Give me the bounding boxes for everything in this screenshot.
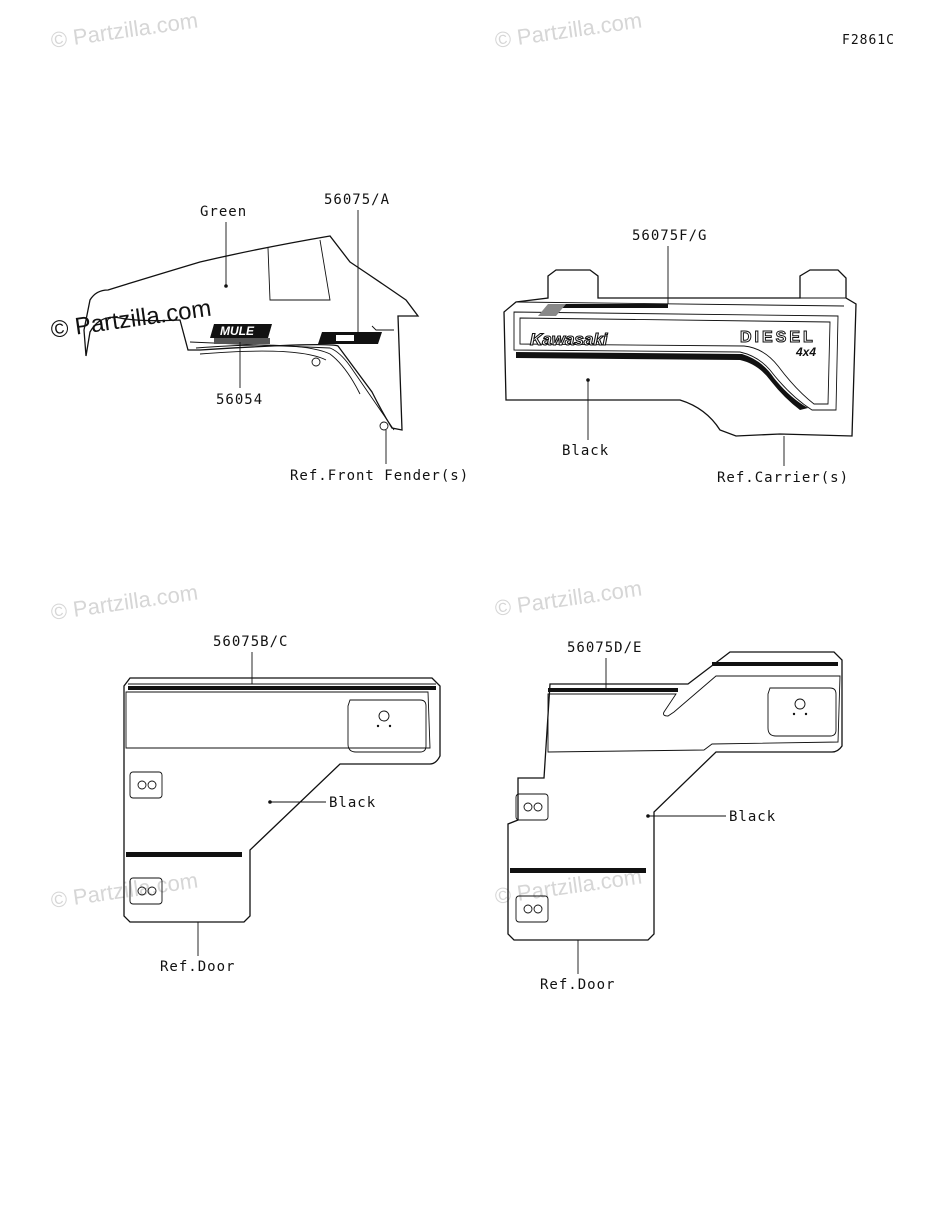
kawasaki-logo-text: Kawasaki — [530, 330, 609, 349]
label-ref-carrier: Ref.Carrier(s) — [717, 470, 849, 486]
label-ref-front-fender: Ref.Front Fender(s) — [290, 468, 469, 484]
drive-4x4-text: 4x4 — [795, 345, 816, 359]
watermark: © Partzilla.com — [49, 8, 199, 53]
diagram-code: F2861C — [842, 33, 895, 48]
mule-logo: MULE — [210, 324, 272, 344]
label-part-56075d-e: 56075D/E — [567, 640, 642, 656]
label-part-56075b-c: 56075B/C — [213, 634, 288, 650]
carrier-decal-group: Kawasaki DIESEL 4x4 56075F/G Black Ref.C… — [503, 228, 857, 486]
watermark: © Partzilla.com — [49, 580, 199, 625]
label-part-56075f-g: 56075F/G — [632, 228, 707, 244]
door-left-decal-group: 56075B/C Black Ref.Door — [123, 634, 441, 975]
label-black-door-right: Black — [729, 809, 776, 825]
label-part-56054: 56054 — [216, 392, 263, 408]
kawasaki-logo: Kawasaki — [529, 304, 609, 350]
watermark: © Partzilla.com — [493, 576, 643, 621]
eps-badge — [318, 325, 394, 344]
mule-logo-text: MULE — [220, 324, 255, 338]
diesel-4x4-badge: DIESEL 4x4 — [740, 329, 817, 360]
watermark: © Partzilla.com — [493, 8, 643, 53]
label-part-56075-a: 56075/A — [324, 192, 390, 208]
label-ref-door-right: Ref.Door — [540, 977, 615, 993]
label-ref-door-left: Ref.Door — [160, 959, 235, 975]
label-black-carrier: Black — [562, 443, 609, 459]
door-right-decal-group: 56075D/E Black Ref.Door — [507, 640, 843, 993]
diesel-text: DIESEL — [740, 329, 816, 346]
label-green: Green — [200, 204, 247, 220]
label-black-door-left: Black — [329, 795, 376, 811]
front-fender-decal-group: MULE Green 56075/A 56054 Ref.Front Fende… — [83, 192, 469, 484]
